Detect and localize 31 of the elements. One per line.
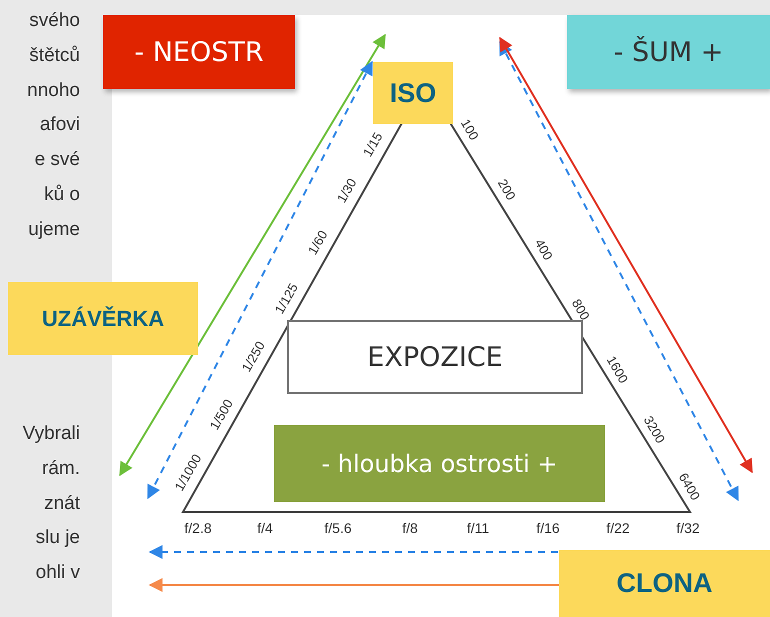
iso-scale-label: 100	[458, 116, 482, 142]
paragraph-text-fragment: ohli v	[36, 562, 80, 584]
aperture-scale-label: f/16	[536, 520, 560, 536]
aperture-scale-label: f/11	[466, 520, 490, 536]
iso-scale-label: 400	[532, 236, 556, 262]
aperture-scale-label: f/8	[402, 520, 418, 536]
paragraph-text-fragment: ujeme	[28, 219, 80, 241]
label-box: UZÁVĚRKA	[8, 282, 198, 355]
paragraph-text-fragment: znát	[44, 493, 80, 515]
paragraph-text-fragment: ků o	[44, 184, 80, 206]
aperture-scale-label: f/32	[676, 520, 700, 536]
paragraph-text-fragment: nnoho	[27, 80, 80, 102]
paragraph-text-fragment: slu je	[36, 527, 80, 549]
paragraph-text-fragment: rám.	[42, 458, 80, 480]
paragraph-text-fragment: afovi	[40, 114, 80, 136]
iso-scale-label: 200	[494, 176, 519, 202]
aperture-scale-label: f/4	[257, 520, 273, 536]
label-box: ISO	[373, 62, 453, 124]
aperture-scale-label: f/22	[606, 520, 630, 536]
aperture-scale-label: f/2.8	[184, 520, 212, 536]
label-box: CLONA	[559, 550, 770, 617]
label-box: - hloubka ostrosti +	[274, 425, 605, 502]
aperture-scale-label: f/5.6	[324, 520, 352, 536]
paragraph-text-fragment: svého	[29, 10, 80, 32]
warning-box: - NEOSTR	[103, 15, 295, 89]
label-box: - ŠUM +	[567, 15, 770, 89]
iso-scale-label: 800	[568, 296, 592, 322]
paragraph-text-fragment: e své	[34, 149, 80, 171]
paragraph-text-fragment: Vybrali	[22, 423, 80, 445]
title-box: EXPOZICE	[287, 320, 583, 394]
paragraph-text-fragment: štětců	[29, 45, 80, 67]
